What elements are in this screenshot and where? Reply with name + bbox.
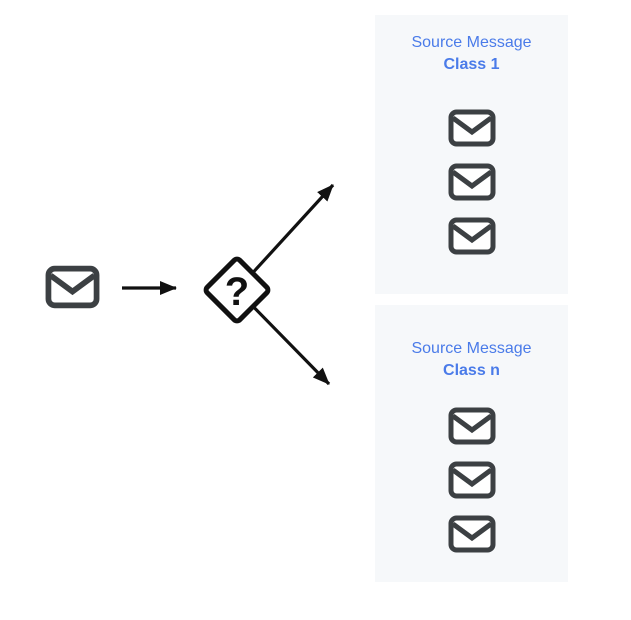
decision-diamond: ?	[203, 256, 271, 324]
message-envelope-icon	[448, 514, 496, 554]
class-n-envelope-stack	[448, 406, 496, 554]
message-envelope-icon	[448, 108, 496, 148]
question-mark-label: ?	[225, 270, 249, 314]
message-envelope-icon	[448, 216, 496, 256]
class-box-n: Source Message Class n	[375, 305, 568, 582]
class-1-title-line1: Source Message	[411, 34, 532, 51]
message-envelope-icon	[448, 162, 496, 202]
message-envelope-icon	[448, 406, 496, 446]
class-box-1: Source Message Class 1	[375, 15, 568, 294]
class-1-title: Source Message Class 1	[375, 32, 568, 76]
input-message-envelope-icon	[48, 269, 96, 306]
decision-diamond-shape	[203, 256, 271, 324]
class-n-title-line2: Class n	[443, 362, 500, 379]
class-n-title: Source Message Class n	[375, 338, 568, 382]
class-n-title-line1: Source Message	[411, 340, 532, 357]
class-1-envelope-stack	[448, 108, 496, 256]
message-envelope-icon	[448, 460, 496, 500]
class-1-title-line2: Class 1	[443, 56, 500, 73]
